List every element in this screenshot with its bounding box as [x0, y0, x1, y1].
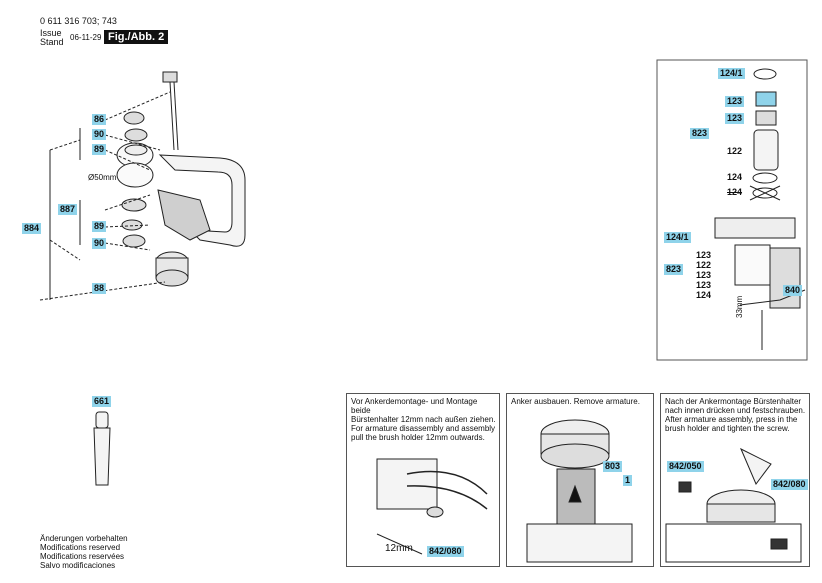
figure-label: Fig./Abb. 2: [104, 30, 169, 44]
part-tag-123-c: 123: [694, 250, 714, 261]
part-number: 0 611 316 703; 743: [40, 16, 117, 26]
panel-1-text: Vor Ankerdemontage- und Montage beide Bü…: [351, 397, 496, 442]
part-tag-823-b: 823: [664, 264, 684, 275]
panel-2-drawing: [526, 419, 633, 563]
stand-label: Stand: [40, 37, 64, 47]
part-tag-661: 661: [92, 396, 112, 407]
part-tag-887: 887: [58, 204, 78, 215]
part-tag-89: 89: [92, 144, 107, 155]
part-tag-123-d: 123: [694, 270, 714, 281]
part-tag-88: 88: [92, 283, 107, 294]
part-tag-124-c: 124: [694, 290, 714, 301]
part-tag-123: 123: [725, 96, 745, 107]
panel-3-tag-b: 842/080: [771, 479, 808, 490]
panel-3-drawing: [665, 447, 802, 563]
panel-2-tag-1: 1: [623, 475, 633, 486]
part-tag-90-lower: 90: [92, 238, 107, 249]
part-tag-124-1-lower: 124/1: [664, 232, 691, 243]
part-tag-122: 122: [725, 146, 745, 157]
part-tag-123-b: 123: [725, 113, 745, 124]
panel-3-text: Nach der Ankermontage Bürstenhalter nach…: [665, 397, 806, 433]
dimension-33mm: 33mm: [735, 295, 744, 318]
panel-1-drawing: [376, 458, 488, 555]
panel-3-tag-a: 842/050: [667, 461, 704, 472]
panel-1-dimension: 12mm: [385, 543, 413, 554]
instruction-panel-2: Anker ausbauen. Remove armature. 803 1: [506, 393, 654, 567]
part-tag-823: 823: [690, 128, 710, 139]
part-tag-123-e: 123: [694, 280, 714, 291]
panel-1-tag: 842/080: [427, 546, 464, 557]
part-tag-124: 124: [725, 172, 745, 183]
issue-date: 06-11-29: [70, 33, 102, 42]
footer-notes: Änderungen vorbehalten Modifications res…: [40, 534, 128, 570]
part-tag-124-1: 124/1: [718, 68, 745, 79]
part-tag-840: 840: [783, 285, 803, 296]
part-tag-124-crossed: 124: [725, 187, 745, 198]
instruction-panel-3: Nach der Ankermontage Bürstenhalter nach…: [660, 393, 810, 567]
part-tag-122-b: 122: [694, 260, 714, 271]
panel-2-text: Anker ausbauen. Remove armature.: [511, 397, 640, 406]
diameter-label: Ø50mm: [88, 173, 117, 182]
issue-label: Issue: [40, 28, 62, 38]
panel-2-tag-803: 803: [603, 461, 623, 472]
instruction-panel-1: Vor Ankerdemontage- und Montage beide Bü…: [346, 393, 500, 567]
part-tag-884: 884: [22, 223, 42, 234]
part-tag-90: 90: [92, 129, 107, 140]
part-tag-89-lower: 89: [92, 221, 107, 232]
part-tag-86: 86: [92, 114, 107, 125]
